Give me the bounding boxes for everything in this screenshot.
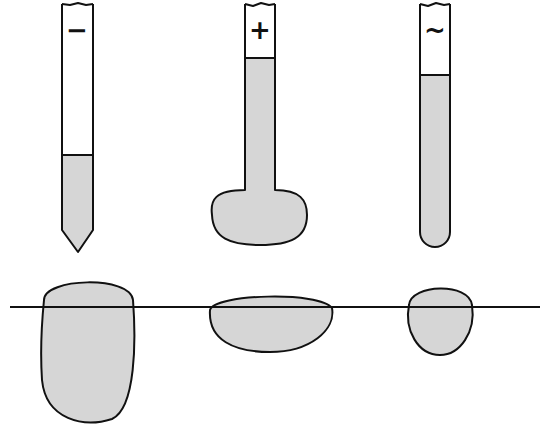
bulb-tube (212, 4, 307, 245)
surface-line (10, 306, 540, 308)
polarity-sign: + (249, 17, 271, 43)
pointed-tube (62, 4, 93, 252)
liquid-level (245, 57, 275, 59)
liquid-fill (420, 75, 450, 247)
polarity-sign: − (66, 17, 88, 43)
drop (210, 297, 333, 352)
polarity-sign: ~ (424, 17, 446, 43)
rounded-tube (420, 4, 450, 247)
tube-top (245, 3, 275, 6)
liquid-fill (212, 58, 307, 245)
tube-top (62, 3, 93, 5)
drop (408, 288, 473, 355)
tube-top (420, 3, 450, 6)
liquid-level (62, 154, 93, 156)
liquid-level (420, 74, 450, 76)
drop (41, 282, 134, 422)
